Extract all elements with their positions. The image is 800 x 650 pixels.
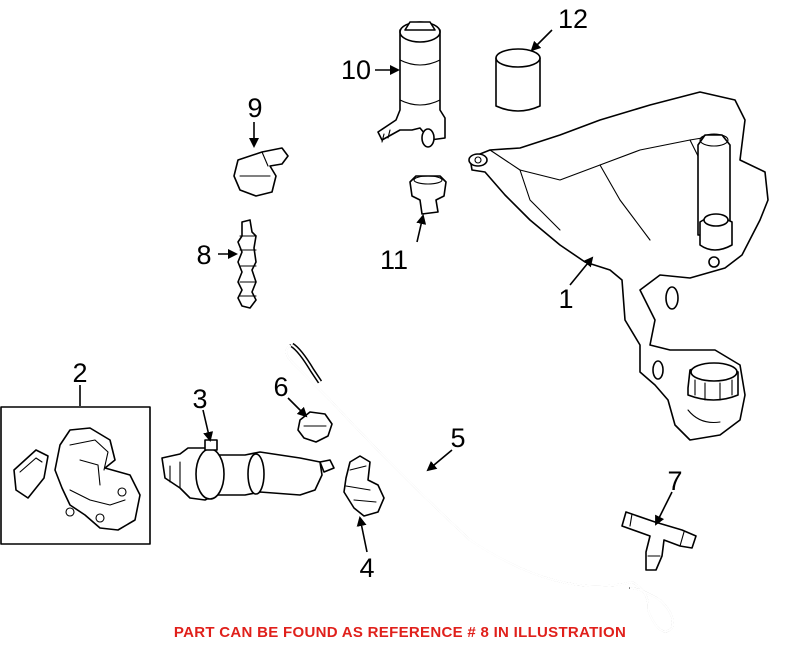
callout-12: 12 xyxy=(558,4,588,34)
reference-note: PART CAN BE FOUND AS REFERENCE # 8 IN IL… xyxy=(173,624,627,641)
callout-6: 6 xyxy=(273,372,288,402)
washer-hose xyxy=(285,342,674,633)
elbow-connector xyxy=(343,455,385,517)
callout-7: 7 xyxy=(667,466,682,496)
callout-4: 4 xyxy=(359,553,374,583)
callout-1: 1 xyxy=(558,284,573,314)
callout-9: 9 xyxy=(247,93,262,123)
callout-8: 8 xyxy=(196,240,211,270)
callout-numbers: 1 2 3 4 5 6 7 8 9 10 11 12 xyxy=(72,4,682,583)
hose-fitting xyxy=(237,219,257,309)
angled-connector xyxy=(233,147,289,197)
washer-pump xyxy=(377,21,446,148)
leader-lines xyxy=(79,29,673,553)
callout-10: 10 xyxy=(341,55,371,85)
filter-sleeve xyxy=(495,48,541,112)
washer-reservoir xyxy=(468,91,769,441)
callout-11: 11 xyxy=(380,245,408,275)
hose-clip xyxy=(297,411,333,443)
callout-5: 5 xyxy=(450,423,465,453)
nozzle-cover-inset xyxy=(0,406,151,545)
washer-nozzle-cylinder xyxy=(161,439,335,501)
callout-3: 3 xyxy=(192,384,207,414)
tee-connector xyxy=(621,511,697,571)
callout-2: 2 xyxy=(72,358,87,388)
grommet xyxy=(409,175,447,215)
